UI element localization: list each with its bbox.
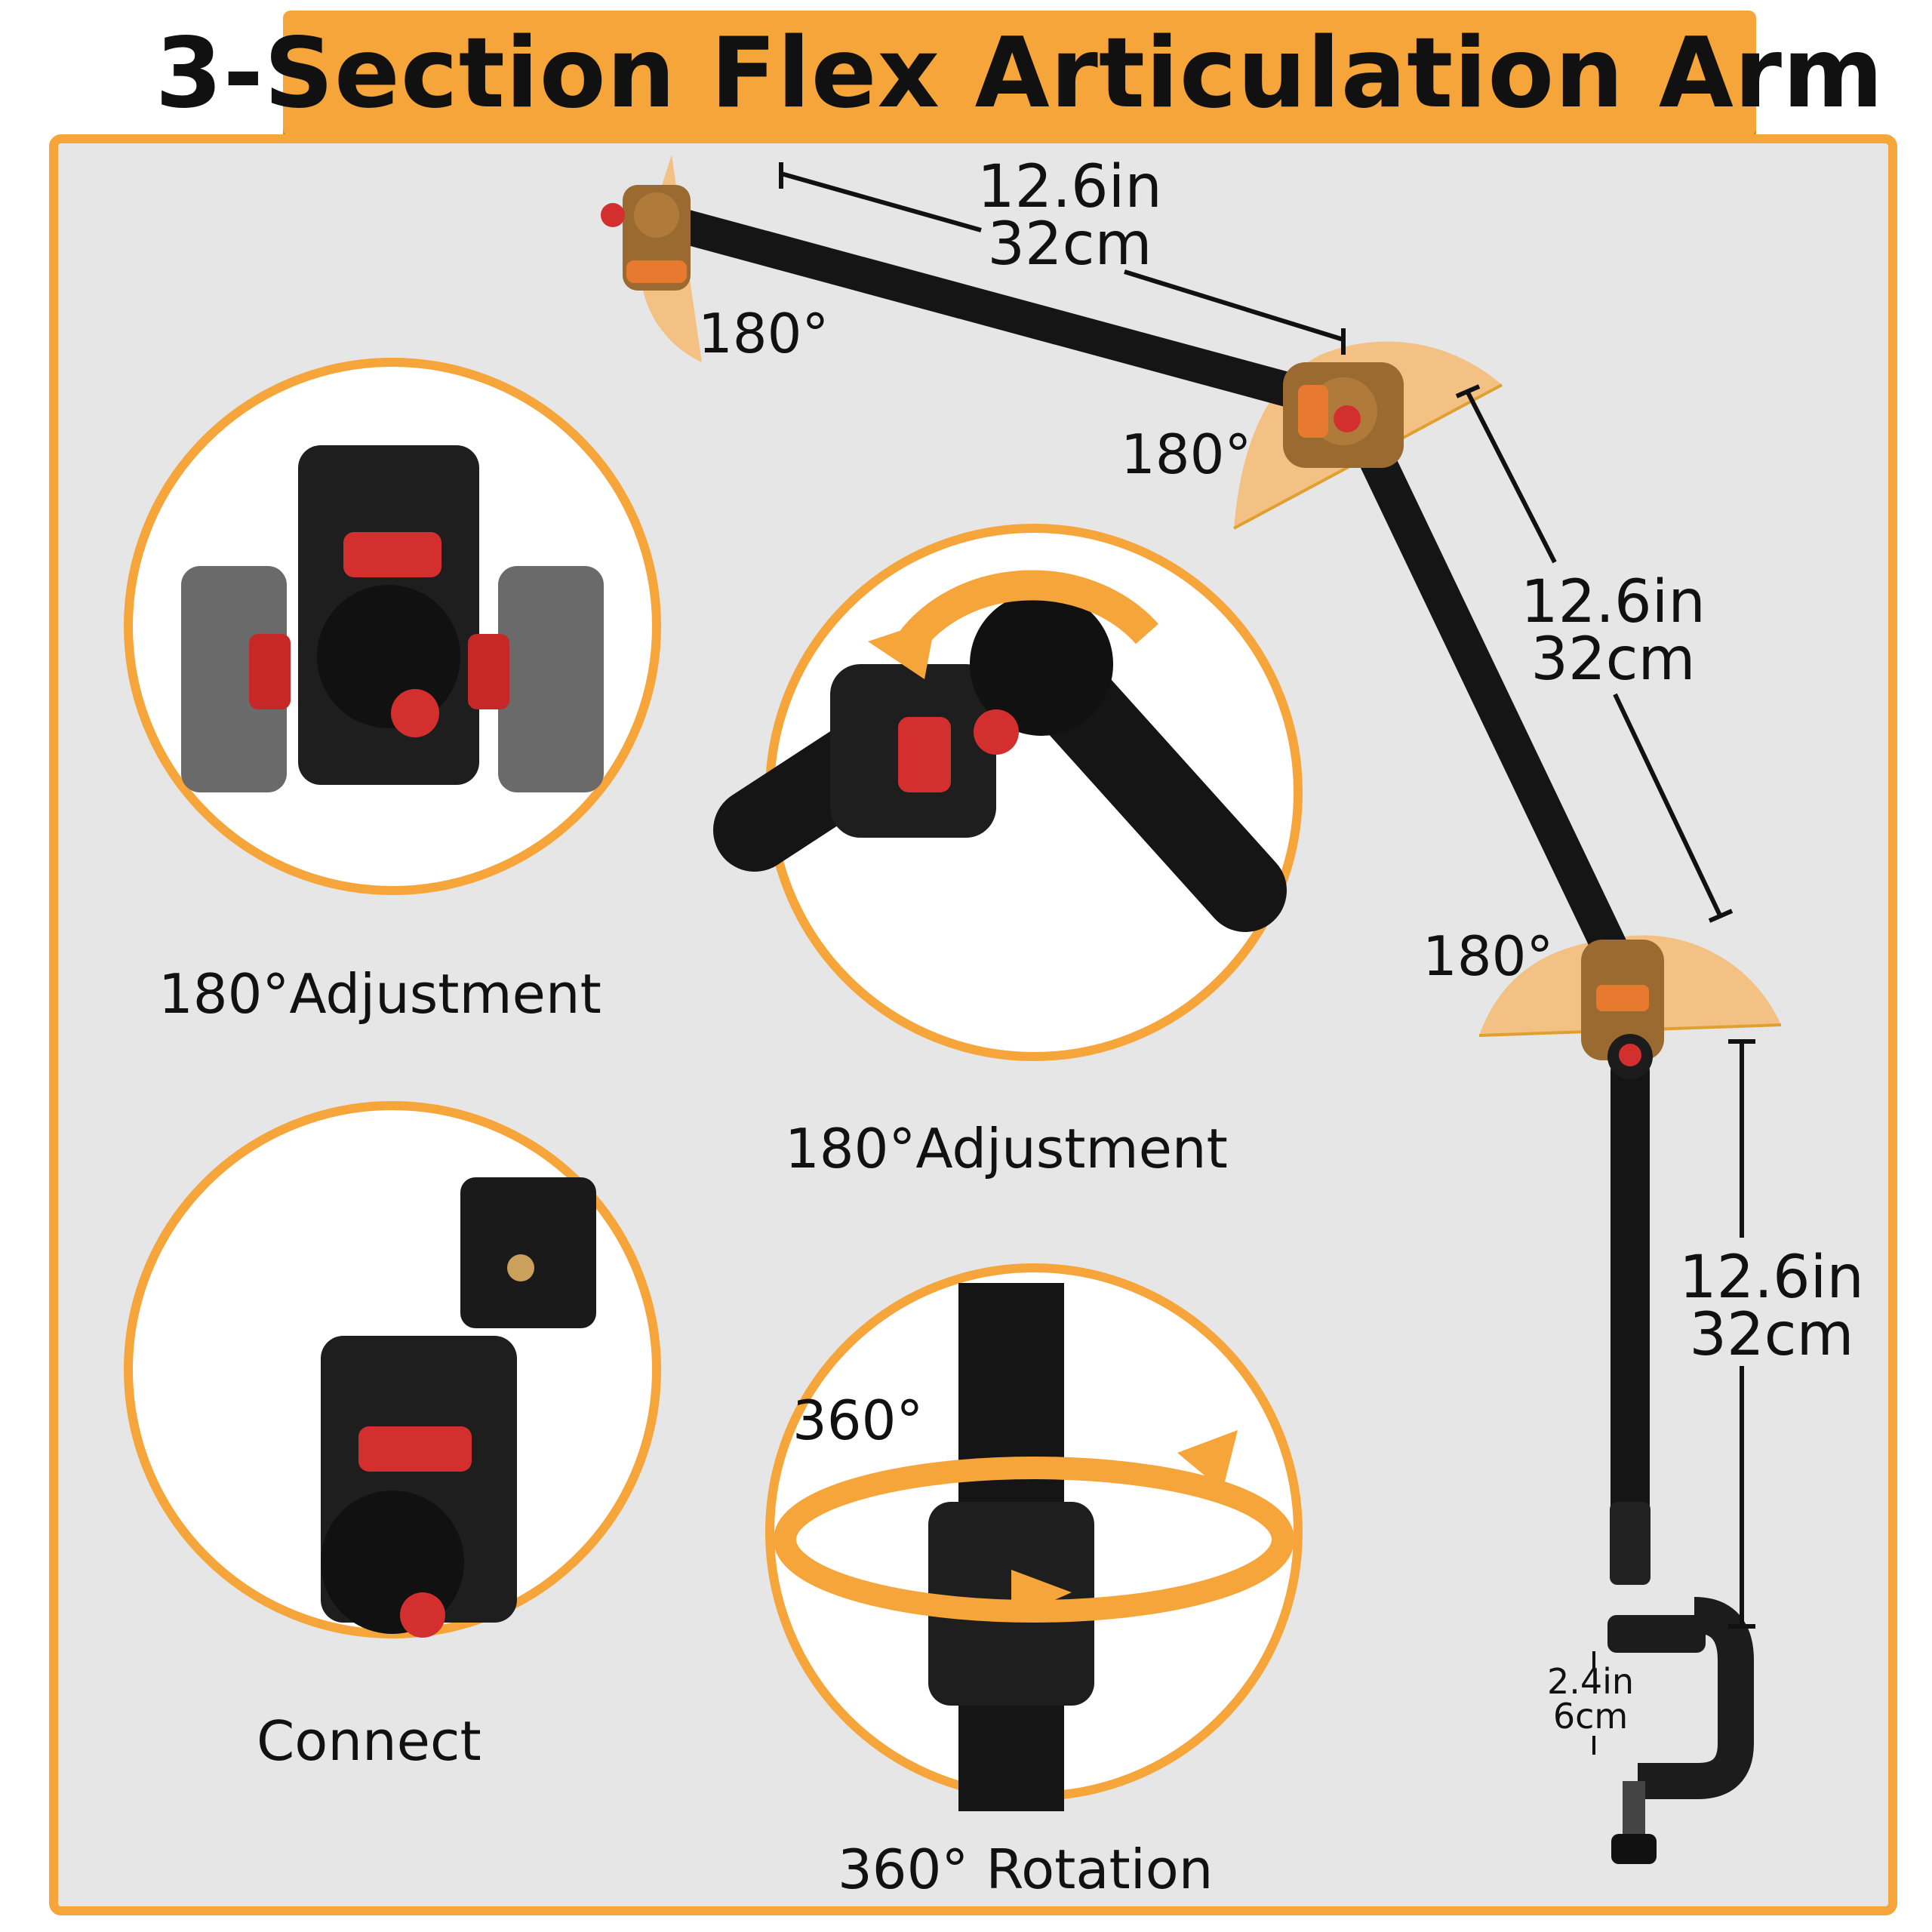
angle-label-joint1: 180° <box>1121 423 1252 486</box>
joint-2 <box>1581 940 1664 1079</box>
dim-label-clamp: 2.4in 6cm <box>1547 1661 1635 1737</box>
dim-label-section1: 12.6in 32cm <box>977 153 1162 278</box>
clamp-knob <box>1611 1834 1657 1864</box>
arm-section-1 <box>639 202 1315 410</box>
caption-adjustment-center: 180°Adjustment <box>785 1117 1228 1180</box>
circle-adjustment-left <box>124 358 661 895</box>
page-title: 3-Section Flex Articulation Arm <box>155 17 1884 130</box>
circle-rotation <box>765 1263 1303 1811</box>
caption-rotation: 360° Rotation <box>838 1838 1214 1901</box>
end-joint <box>601 185 691 291</box>
arm-section-2 <box>1355 435 1633 977</box>
dim-line-1 <box>779 162 1346 355</box>
tube-collar <box>1610 1502 1651 1585</box>
dim-line-2 <box>1455 384 1734 923</box>
dim-line-3 <box>1728 1039 1755 1629</box>
angle-label-joint2: 180° <box>1423 924 1554 988</box>
clamp-body <box>1607 1615 1706 1653</box>
rotation-ring-icon <box>774 1457 1294 1623</box>
joint-1 <box>1283 362 1404 468</box>
circle-adjustment-center <box>713 524 1303 1061</box>
caption-adjustment-left: 180°Adjustment <box>158 962 601 1026</box>
angle-label-rotation: 360° <box>792 1389 924 1452</box>
clamp-c <box>1638 1597 1754 1799</box>
dim-label-section3: 12.6in 32cm <box>1679 1244 1864 1369</box>
rotate-arrow-icon <box>893 570 1158 657</box>
angle-label-end: 180° <box>698 302 829 365</box>
dim-label-section2: 12.6in 32cm <box>1521 568 1706 694</box>
title-banner: 3-Section Flex Articulation Arm <box>155 11 1883 136</box>
caption-connect: Connect <box>257 1709 481 1773</box>
circle-connect <box>124 1101 661 1638</box>
